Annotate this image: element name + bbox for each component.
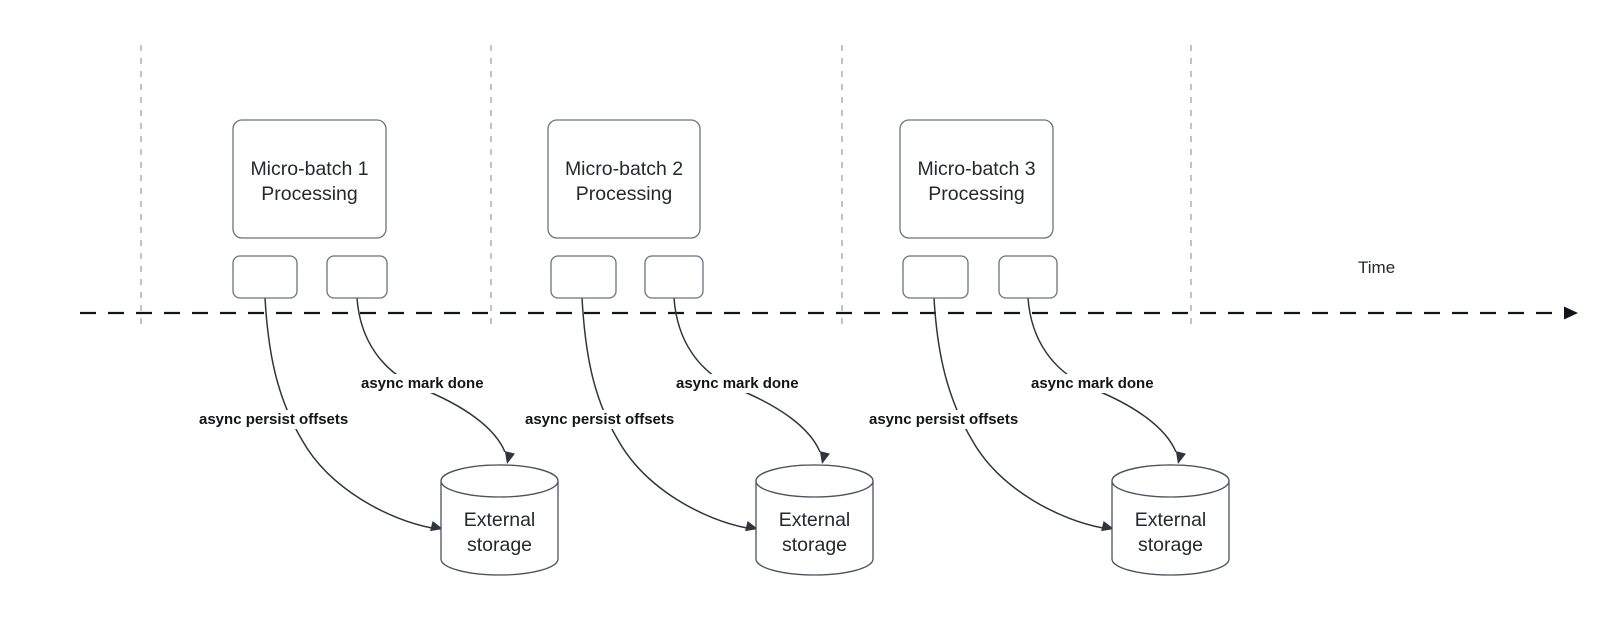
external-storage-3-line1: External	[1135, 509, 1207, 531]
async-mark-done-label-3-bg	[1028, 374, 1171, 393]
persist-offsets-arrowhead-group-1	[430, 521, 443, 532]
micro-batch-2-processing-line1: Micro-batch 2	[565, 158, 683, 180]
async-mark-done-label-3: async mark done	[1031, 375, 1154, 392]
async-persist-offsets-label-3: async persist offsets	[869, 411, 1018, 428]
time-axis-group	[80, 306, 1578, 320]
async-persist-offsets-label-1: async persist offsets	[199, 411, 348, 428]
persist-offsets-arrowhead-group-3	[1101, 521, 1114, 532]
micro-batch-2-task-a[interactable]	[550, 255, 617, 299]
external-storage-1-top	[440, 464, 559, 498]
external-storage-3-top	[1111, 464, 1230, 498]
flow-arrows-group	[264, 297, 1186, 532]
micro-batch-3-processing-line2: Processing	[928, 183, 1024, 205]
external-storage-2-line1: External	[779, 509, 851, 531]
external-storage-2-line2: storage	[782, 534, 847, 556]
external-storage-2-top	[755, 464, 874, 498]
async-mark-done-label-1-bg	[358, 374, 501, 393]
micro-batch-1-processing-line1: Micro-batch 1	[250, 158, 368, 180]
async-mark-done-label-1: async mark done	[361, 375, 484, 392]
async-persist-offsets-label-2: async persist offsets	[525, 411, 674, 428]
micro-batch-1-task-b[interactable]	[326, 255, 388, 299]
async-persist-offsets-label-2-bg	[522, 410, 698, 429]
persist-offsets-curve-group-1	[264, 297, 433, 529]
micro-batch-2-processing-line2: Processing	[576, 183, 672, 205]
mark-done-arrowhead-group-1	[504, 451, 515, 464]
micro-batch-1-processing[interactable]	[232, 119, 387, 239]
mark-done-arrowhead-group-3	[1175, 451, 1186, 464]
async-mark-done-label-2: async mark done	[676, 375, 799, 392]
micro-batch-1-task-a[interactable]	[232, 255, 298, 299]
micro-batch-2-task-b[interactable]	[644, 255, 704, 299]
persist-offsets-curve-group-2	[581, 297, 748, 529]
async-mark-done-label-2-bg	[673, 374, 816, 393]
persist-offsets-arrowhead-group-2	[745, 521, 758, 532]
axis-label-group: Time	[1358, 258, 1395, 277]
async-persist-offsets-label-1-bg	[196, 410, 372, 429]
micro-batch-1-processing-line2: Processing	[261, 183, 357, 205]
edge-labels-group: async persist offsets async mark done asyn…	[196, 374, 1171, 429]
micro-batch-2-processing[interactable]	[547, 119, 701, 239]
time-axis-label: Time	[1358, 258, 1395, 277]
micro-batch-3-task-b[interactable]	[998, 255, 1058, 299]
external-storage-3-line2: storage	[1138, 534, 1203, 556]
async-persist-offsets-label-3-bg	[866, 410, 1042, 429]
external-storage-1-line1: External	[464, 509, 536, 531]
time-arrow	[1564, 306, 1578, 320]
micro-batch-3-processing-line1: Micro-batch 3	[917, 158, 1035, 180]
micro-batch-3-processing[interactable]	[899, 119, 1054, 239]
micro-batch-3-task-a[interactable]	[902, 255, 969, 299]
mark-done-arrowhead-group-2	[819, 451, 830, 464]
external-storage-1-line2: storage	[467, 534, 532, 556]
persist-offsets-curve-group-3	[933, 297, 1104, 529]
